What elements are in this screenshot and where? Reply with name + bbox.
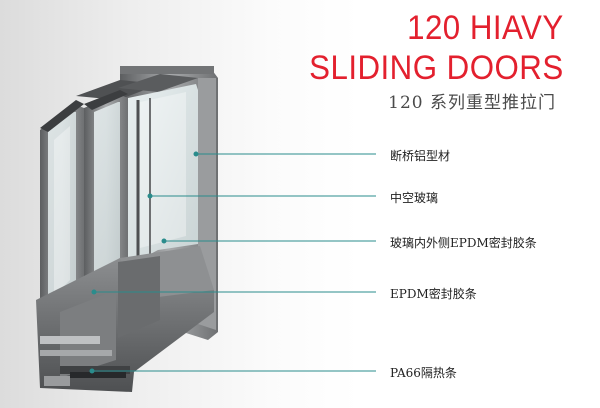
- inner-glass-panel: [128, 84, 198, 266]
- callout-label-aluminum-profile: 断桥铝型材: [390, 149, 451, 163]
- leader-lines: [89, 151, 376, 374]
- title-line-2: SLIDING DOORS: [309, 49, 564, 87]
- outer-sash-glass: [48, 112, 76, 318]
- page-subtitle: 120 系列重型推拉门: [388, 93, 556, 113]
- callout-label-thermal-strip: PA66隔热条: [390, 366, 457, 380]
- callout-label-epdm-seal: EPDM密封胶条: [390, 287, 477, 301]
- callout-label-glazing-seal: 玻璃内外侧EPDM密封胶条: [390, 236, 537, 250]
- title-line-1: 120 HIAVY: [407, 9, 564, 47]
- page-title: 120 HIAVY SLIDING DOORS: [309, 8, 564, 88]
- callout-label-insulating-glass: 中空玻璃: [390, 191, 439, 205]
